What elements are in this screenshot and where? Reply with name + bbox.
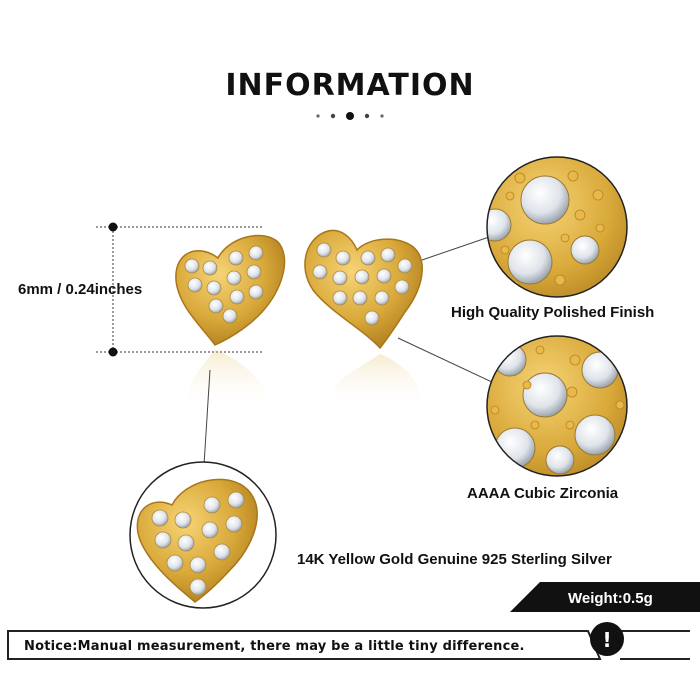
zirconia-caption: AAAA Cubic Zirconia xyxy=(467,485,619,502)
weight-label: Weight:0.5g xyxy=(568,590,653,607)
title-dots xyxy=(316,112,384,120)
notice-text: Notice:Manual measurement, there may be … xyxy=(24,639,525,654)
measurement-guide xyxy=(96,222,262,357)
left-earring-reflection xyxy=(188,350,267,411)
page-title: INFORMATION xyxy=(225,68,475,103)
zirconia-closeup-circle xyxy=(486,335,628,477)
size-measurement-label: 6mm / 0.24inches xyxy=(18,281,143,298)
material-caption: 14K Yellow Gold Genuine 925 Sterling Sil… xyxy=(297,551,612,568)
callout-lines xyxy=(203,235,495,466)
material-closeup-circle xyxy=(129,461,277,609)
alert-icon-glyph: ! xyxy=(602,628,612,652)
left-heart-earring xyxy=(175,234,286,346)
right-heart-earring xyxy=(304,229,423,350)
right-earring-reflection xyxy=(333,354,420,409)
alert-icon xyxy=(590,622,624,656)
finish-closeup-circle xyxy=(486,156,628,298)
notice-bar xyxy=(7,630,690,660)
finish-caption: High Quality Polished Finish xyxy=(451,304,655,321)
weight-banner xyxy=(510,582,700,612)
